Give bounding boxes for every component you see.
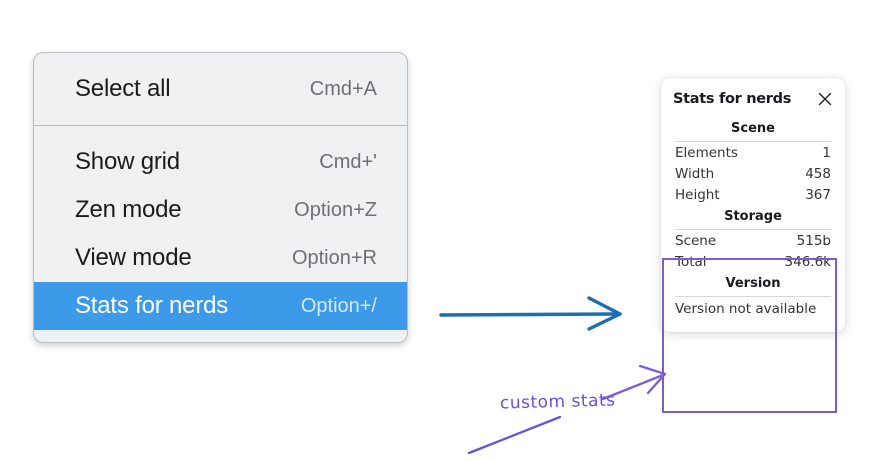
- stat-value: 515b: [796, 233, 831, 249]
- menu-item-label: View mode: [75, 244, 192, 271]
- stats-panel-title: Stats for nerds: [673, 91, 792, 107]
- menu-item-zen-mode[interactable]: Zen mode Option+Z: [34, 186, 407, 234]
- menu-item-view-mode[interactable]: View mode Option+R: [34, 234, 407, 282]
- section-divider: [675, 229, 831, 230]
- menu-item-shortcut: Option+Z: [294, 198, 377, 221]
- section-title-version: Version: [725, 276, 781, 291]
- stat-row-storage-scene: Scene 515b: [673, 230, 833, 251]
- menu-group-1: Select all Cmd+A: [34, 53, 407, 125]
- stat-key: Scene: [675, 233, 717, 249]
- stat-value: 458: [805, 166, 831, 182]
- purple-underline-stroke: [467, 415, 562, 455]
- stat-key: Elements: [675, 145, 738, 161]
- section-title-scene: Scene: [731, 121, 775, 136]
- stat-key: Height: [675, 187, 720, 203]
- menu-item-label: Show grid: [75, 148, 180, 175]
- stat-row-elements: Elements 1: [673, 142, 833, 163]
- stat-value: 1: [822, 145, 831, 161]
- context-menu[interactable]: Select all Cmd+A Show grid Cmd+' Zen mod…: [33, 52, 408, 343]
- stats-panel-header: Stats for nerds: [673, 91, 833, 107]
- stat-row-height: Height 367: [673, 184, 833, 205]
- custom-stats-annotation-label: custom stats: [499, 390, 616, 414]
- stat-value: 346.6k: [784, 254, 831, 270]
- section-divider: [675, 141, 831, 142]
- section-divider: [675, 296, 831, 297]
- stat-key: Width: [675, 166, 715, 182]
- close-icon[interactable]: [817, 91, 833, 107]
- stat-row-storage-total: Total 346.6k: [673, 251, 833, 272]
- menu-item-shortcut: Option+R: [291, 246, 377, 269]
- menu-item-label: Select all: [75, 75, 171, 102]
- version-text: Version not available: [675, 301, 817, 317]
- menu-item-label: Stats for nerds: [75, 292, 229, 319]
- section-title-storage: Storage: [724, 209, 782, 224]
- menu-item-select-all[interactable]: Select all Cmd+A: [34, 65, 407, 113]
- stat-row-width: Width 458: [673, 163, 833, 184]
- menu-item-show-grid[interactable]: Show grid Cmd+': [34, 138, 407, 186]
- blue-arrow: [439, 296, 622, 331]
- menu-group-2: Show grid Cmd+' Zen mode Option+Z View m…: [34, 125, 407, 342]
- menu-item-shortcut: Option+/: [300, 294, 377, 317]
- menu-item-shortcut: Cmd+A: [309, 77, 377, 100]
- menu-item-stats-for-nerds[interactable]: Stats for nerds Option+/: [34, 282, 407, 330]
- menu-item-shortcut: Cmd+': [319, 150, 377, 173]
- menu-item-label: Zen mode: [75, 196, 182, 223]
- stat-value: 367: [805, 187, 831, 203]
- stats-for-nerds-panel: Stats for nerds Scene Elements 1 Width 4…: [661, 78, 845, 332]
- stat-key: Total: [675, 254, 707, 270]
